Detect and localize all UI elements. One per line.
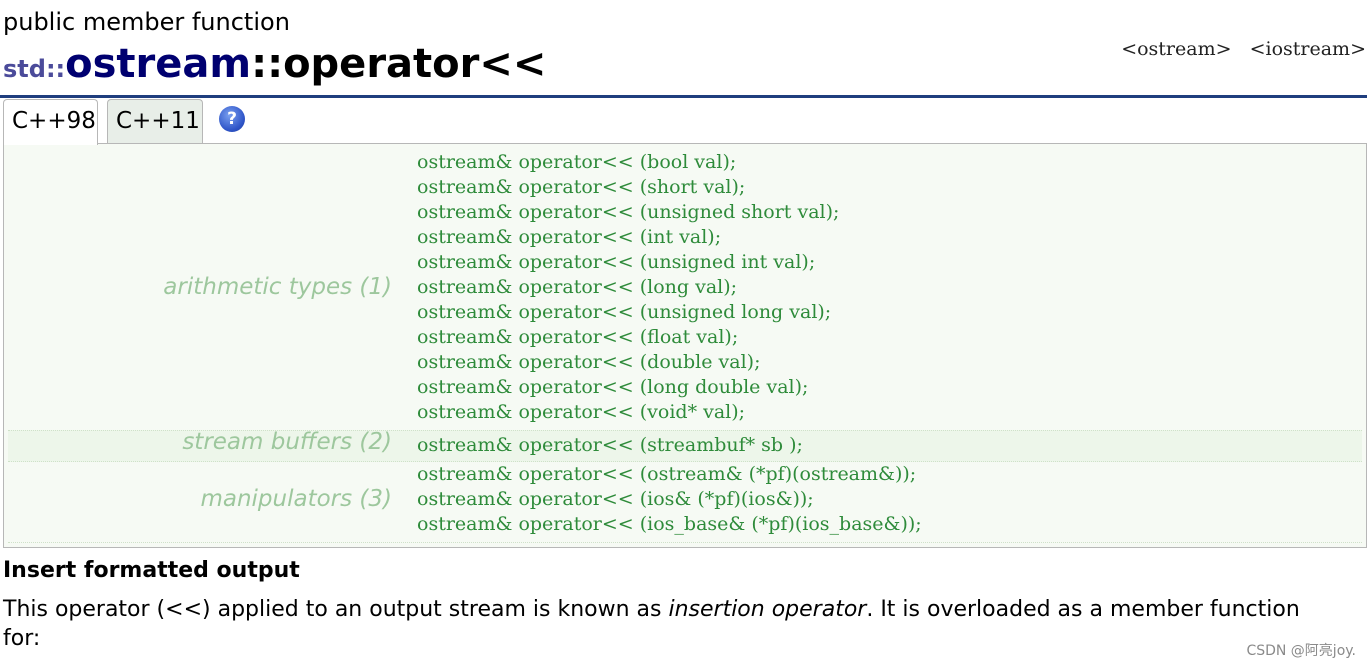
group-label: manipulators (3) — [200, 486, 392, 512]
group-label: arithmetic types (1) — [163, 274, 392, 300]
prototype-line: ostream& operator<< (double val); — [417, 351, 761, 373]
prototype-line: ostream& operator<< (unsigned int val); — [417, 251, 816, 273]
prototype-line: ostream& operator<< (streambuf* sb ); — [417, 434, 803, 456]
prototype-group-streambuf: stream buffers (2) ostream& operator<< (… — [8, 429, 1362, 462]
tab-cpp98[interactable]: C++98 — [3, 99, 98, 145]
page-kind: public member function — [3, 8, 290, 36]
prototype-line: ostream& operator<< (void* val); — [417, 401, 746, 423]
section-subtitle: Insert formatted output — [3, 558, 300, 583]
tab-cpp11[interactable]: C++11 — [107, 99, 203, 143]
prototype-line: ostream& operator<< (short val); — [417, 176, 746, 198]
title-namespace: std:: — [3, 55, 66, 83]
para-emphasis: insertion operator — [668, 597, 867, 622]
prototype-lines: ostream& operator<< (streambuf* sb ); — [417, 433, 803, 458]
prototype-line: ostream& operator<< (ios_base& (*pf)(ios… — [417, 513, 922, 535]
prototype-lines: ostream& operator<< (bool val); ostream&… — [417, 150, 839, 425]
group-label: stream buffers (2) — [182, 429, 392, 455]
title-class-link[interactable]: ostream — [65, 41, 252, 87]
para-text: . It is overloaded as a member function … — [3, 597, 1300, 651]
page-title: std::ostream::operator<< — [3, 40, 546, 96]
prototype-lines: ostream& operator<< (ostream& (*pf)(ostr… — [417, 462, 922, 537]
prototype-line: ostream& operator<< (unsigned short val)… — [417, 201, 840, 223]
header-links: <ostream> <iostream> — [1109, 38, 1366, 60]
prototype-line: ostream& operator<< (float val); — [417, 326, 739, 348]
prototype-line: ostream& operator<< (bool val); — [417, 151, 737, 173]
prototype-line: ostream& operator<< (int val); — [417, 226, 722, 248]
header-link-ostream[interactable]: <ostream> — [1121, 38, 1232, 60]
description-paragraph: This operator (<<) applied to an output … — [3, 595, 1343, 653]
prototype-group-manipulators: manipulators (3) ostream& operator<< (os… — [8, 462, 1362, 543]
header-link-iostream[interactable]: <iostream> — [1249, 38, 1366, 60]
para-text: This operator ( — [3, 597, 166, 622]
title-rule — [0, 95, 1367, 98]
help-icon[interactable]: ? — [219, 106, 245, 132]
prototype-group-arithmetic: arithmetic types (1) ostream& operator<<… — [8, 150, 1362, 428]
title-operator: ::operator<< — [251, 41, 547, 87]
para-text: ) applied to an output stream is known a… — [202, 597, 669, 622]
watermark: CSDN @阿亮joy. — [1246, 643, 1356, 659]
para-operator: << — [165, 597, 203, 622]
prototype-line: ostream& operator<< (ostream& (*pf)(ostr… — [417, 463, 917, 485]
prototype-line: ostream& operator<< (long double val); — [417, 376, 809, 398]
prototype-line: ostream& operator<< (unsigned long val); — [417, 301, 832, 323]
prototype-line: ostream& operator<< (ios& (*pf)(ios&)); — [417, 488, 814, 510]
prototype-panel: arithmetic types (1) ostream& operator<<… — [3, 143, 1367, 548]
prototype-line: ostream& operator<< (long val); — [417, 276, 738, 298]
